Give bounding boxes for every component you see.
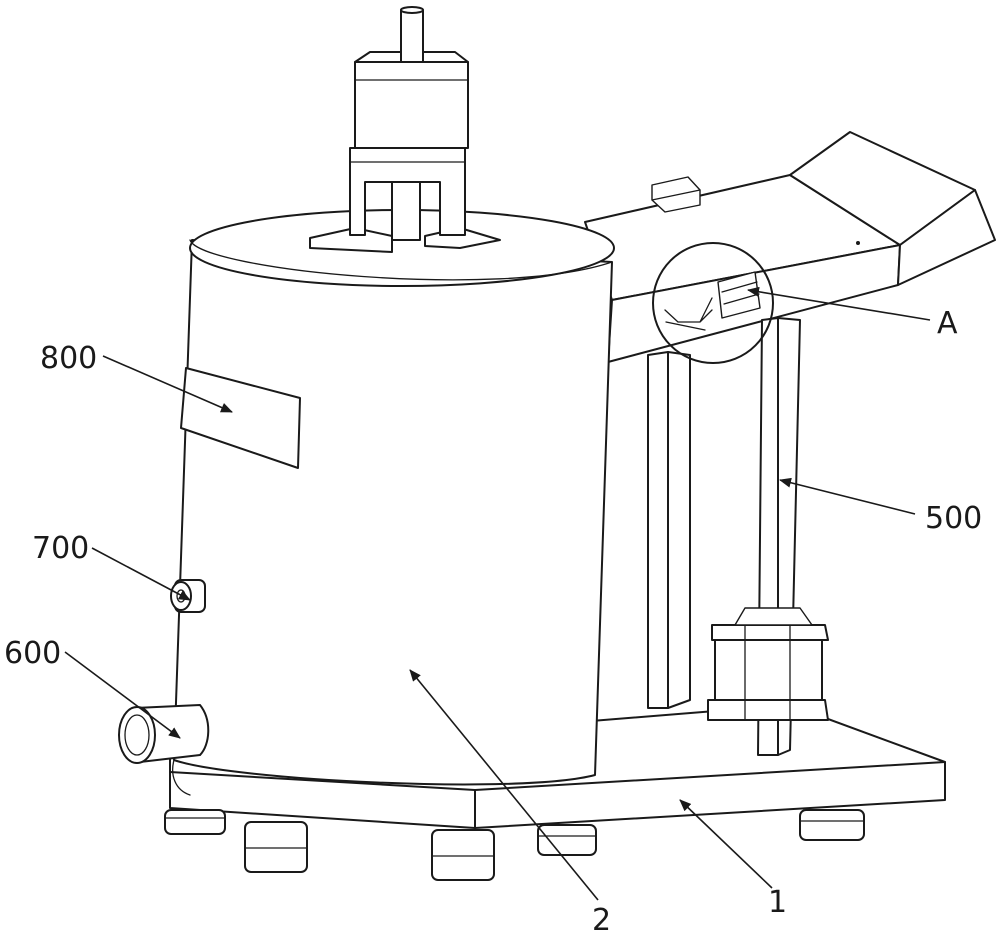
motor-unit — [707, 607, 829, 721]
detail-a-mechanism — [652, 242, 774, 364]
foot — [164, 809, 226, 835]
top-drive-assembly — [309, 6, 501, 253]
reference-labels: 800 700 600 A 500 2 1 — [4, 306, 982, 938]
foot — [537, 824, 597, 856]
leader-2 — [409, 669, 599, 901]
support-feet — [164, 809, 865, 881]
label-1: 1 — [768, 885, 787, 920]
leader-600 — [64, 651, 181, 739]
leader-1 — [679, 799, 773, 889]
foot — [244, 821, 308, 873]
label-plate — [180, 367, 301, 469]
leader-500 — [779, 477, 916, 515]
label-600: 600 — [4, 636, 61, 671]
label-2: 2 — [592, 903, 611, 938]
leader-700 — [91, 547, 191, 601]
outlet-port-small — [170, 579, 206, 613]
label-700: 700 — [32, 531, 89, 566]
leader-A — [747, 286, 931, 321]
leader-800 — [102, 355, 233, 413]
label-A: A — [937, 306, 958, 341]
foot — [799, 809, 865, 841]
mixing-tank — [172, 209, 615, 796]
label-800: 800 — [40, 341, 97, 376]
foot — [431, 829, 495, 881]
leader-lines — [64, 286, 931, 901]
label-500: 500 — [925, 501, 982, 536]
discharge-pipe — [118, 704, 210, 764]
